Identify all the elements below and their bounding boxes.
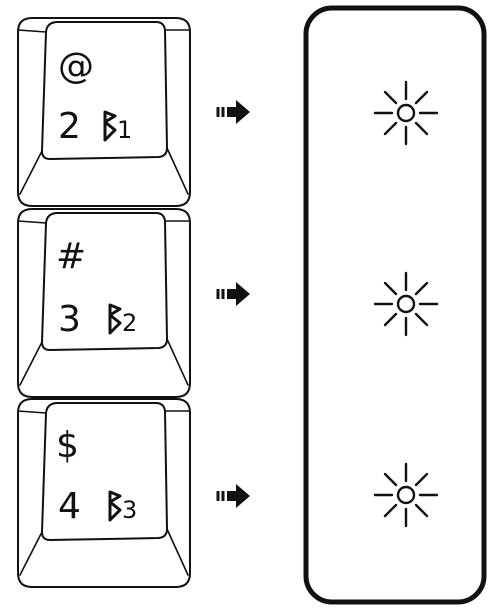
key-3: $ 4 3 [18, 399, 190, 587]
led-indicator-panel [306, 8, 484, 602]
arrow-right-icon [218, 484, 250, 508]
key-1-shift-symbol: @ [58, 46, 94, 87]
key-1-number: 2 [58, 106, 81, 147]
key-1-device-label: 1 [117, 116, 132, 144]
key-3-shift-symbol: $ [56, 425, 79, 466]
key-3-number: 4 [58, 486, 81, 527]
key-3-device-label: 3 [122, 496, 137, 524]
arrow-right-icon [218, 100, 250, 124]
key-2: # 3 2 [18, 209, 190, 397]
key-1: @ 2 1 [18, 18, 190, 206]
key-2-number: 3 [58, 299, 81, 340]
key-2-device-label: 2 [122, 309, 137, 337]
arrow-right-icon [218, 282, 250, 306]
key-2-shift-symbol: # [56, 236, 86, 277]
